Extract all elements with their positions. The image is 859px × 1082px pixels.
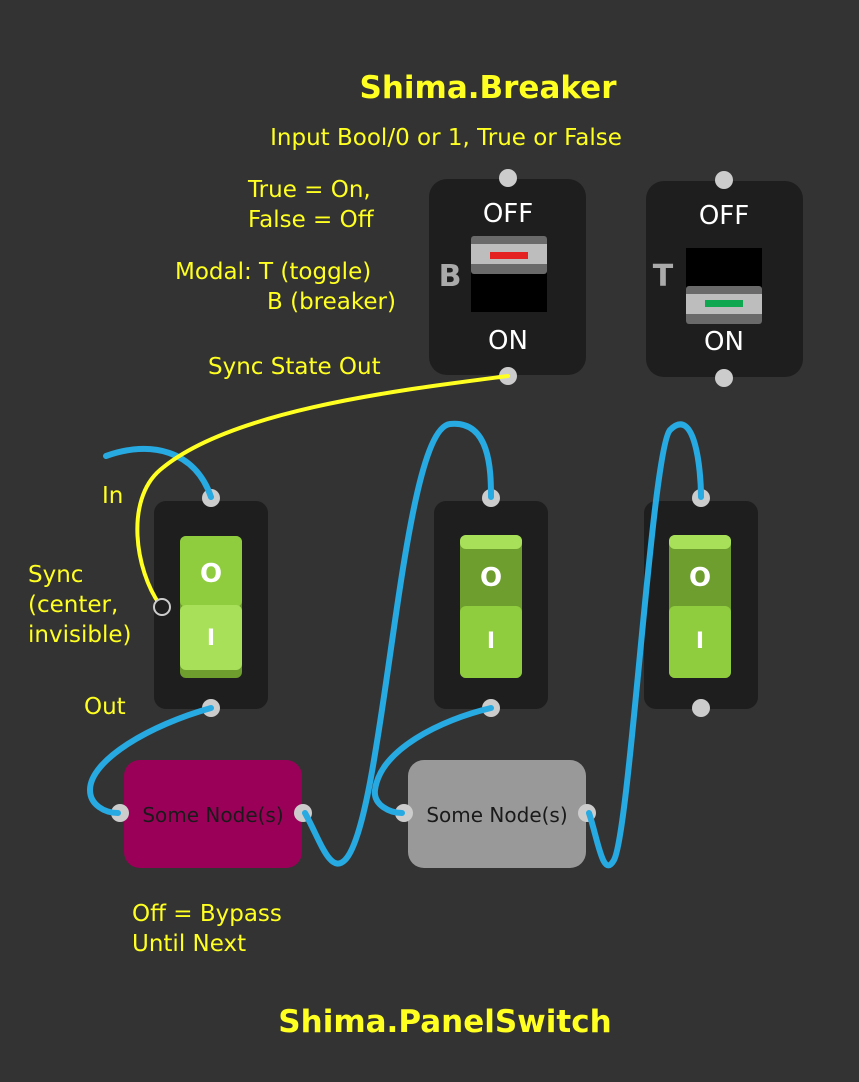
wire-switch1-to-node1 (86, 705, 214, 816)
breaker-t-green-indicator (705, 300, 743, 307)
breaker-t-mode-letter: T (653, 259, 674, 294)
panel-switch-3-on-symbol: I (696, 629, 704, 654)
breaker-t-input-port[interactable] (715, 171, 733, 189)
modal-line2: B (breaker) (267, 289, 396, 315)
wires (86, 374, 704, 869)
panel-switch-1-on-symbol: I (207, 626, 215, 651)
wire-switch2-to-node2 (371, 705, 494, 816)
panel-switch-3-rocker-top[interactable] (669, 543, 731, 608)
node-box-2-body (408, 760, 586, 868)
panel-switch-2-rocker-top[interactable] (460, 543, 522, 608)
breaker-b-on-label: ON (488, 326, 528, 356)
breaker-b-input-port[interactable] (499, 169, 517, 187)
breaker-title: Shima.Breaker (360, 70, 618, 106)
panel-switch-1[interactable]: O I (154, 489, 268, 717)
breaker-switch-b[interactable]: OFF B ON (429, 169, 586, 385)
bypass-line1: Off = Bypass (132, 901, 282, 927)
panel-switch-3-off-symbol: O (689, 563, 711, 593)
wire-node1-to-switch2 (302, 420, 494, 867)
true-false-line2: False = Off (248, 207, 375, 233)
sync-label-line2: (center, (28, 592, 118, 618)
node-box-1-body (124, 760, 302, 868)
out-label: Out (84, 694, 126, 720)
panel-switch-1-rocker-top[interactable] (180, 536, 242, 607)
breaker-t-on-label: ON (704, 327, 744, 357)
true-false-line1: True = On, (247, 177, 371, 203)
node-box-2[interactable]: Some Node(s) (395, 760, 596, 868)
node-box-1-label: Some Node(s) (142, 803, 283, 827)
breaker-t-lever[interactable] (686, 286, 762, 324)
breaker-b-mode-letter: B (439, 259, 462, 294)
breaker-b-red-indicator (490, 252, 528, 259)
sync-label-line1: Sync (28, 562, 83, 588)
node-box-2-label: Some Node(s) (426, 803, 567, 827)
panel-switch-2[interactable]: O I (434, 489, 548, 717)
wire-input-to-switch1 (103, 446, 214, 500)
panelswitch-title: Shima.PanelSwitch (278, 1004, 611, 1040)
panel-switch-2-rocker-bottom[interactable] (460, 606, 522, 678)
panel-switch-3[interactable]: O I (644, 489, 758, 717)
input-note: Input Bool/0 or 1, True or False (270, 125, 622, 151)
in-label: In (102, 483, 123, 509)
wire-node2-to-switch3 (586, 421, 704, 869)
node-box-1[interactable]: Some Node(s) (111, 760, 312, 868)
panel-switch-1-off-symbol: O (200, 559, 222, 589)
modal-line1: Modal: T (toggle) (175, 259, 371, 285)
panel-switch-3-out-port[interactable] (692, 699, 710, 717)
wire-sync-state (135, 374, 510, 607)
panel-switch-2-off-symbol: O (480, 563, 502, 593)
sync-state-out-label: Sync State Out (208, 354, 381, 380)
panel-switch-1-rocker-bottom[interactable] (180, 605, 242, 670)
sync-label-line3: invisible) (28, 622, 131, 648)
panel-switch-3-rocker-bottom[interactable] (669, 606, 731, 678)
breaker-switch-t[interactable]: OFF T ON (646, 171, 803, 387)
bypass-line2: Until Next (132, 931, 246, 957)
breaker-b-lever[interactable] (471, 236, 547, 274)
panel-switch-1-sync-port[interactable] (153, 598, 171, 616)
panel-switch-2-on-symbol: I (487, 629, 495, 654)
breaker-b-off-label: OFF (483, 199, 533, 229)
breaker-t-off-label: OFF (699, 201, 749, 231)
breaker-t-sync-out-port[interactable] (715, 369, 733, 387)
